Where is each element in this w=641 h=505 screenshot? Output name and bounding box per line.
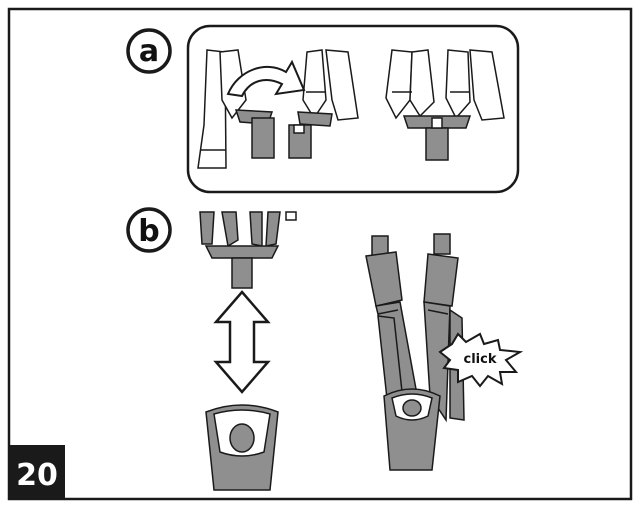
double-arrow-icon: [213, 290, 271, 394]
panel-a: a: [126, 24, 520, 194]
left-shoulder-strap: [197, 49, 275, 169]
crotch-buckle: [205, 404, 279, 491]
burst-icon: click: [438, 332, 524, 388]
joined-straps: [385, 49, 505, 161]
panel-a-badge: [126, 28, 172, 74]
panel-a-label: a: [139, 34, 159, 69]
panel-b-badge: [126, 207, 172, 253]
fastened-harness: [365, 233, 465, 471]
panel-b-label: b: [138, 214, 159, 249]
right-shoulder-strap: [288, 49, 359, 159]
step-badge: 20: [9, 445, 65, 499]
click-callout: click: [464, 352, 497, 367]
step-number: 20: [16, 458, 58, 493]
panel-b: b: [126, 207, 524, 491]
curved-arrow-icon: [226, 59, 306, 98]
upper-buckle: [199, 211, 297, 289]
